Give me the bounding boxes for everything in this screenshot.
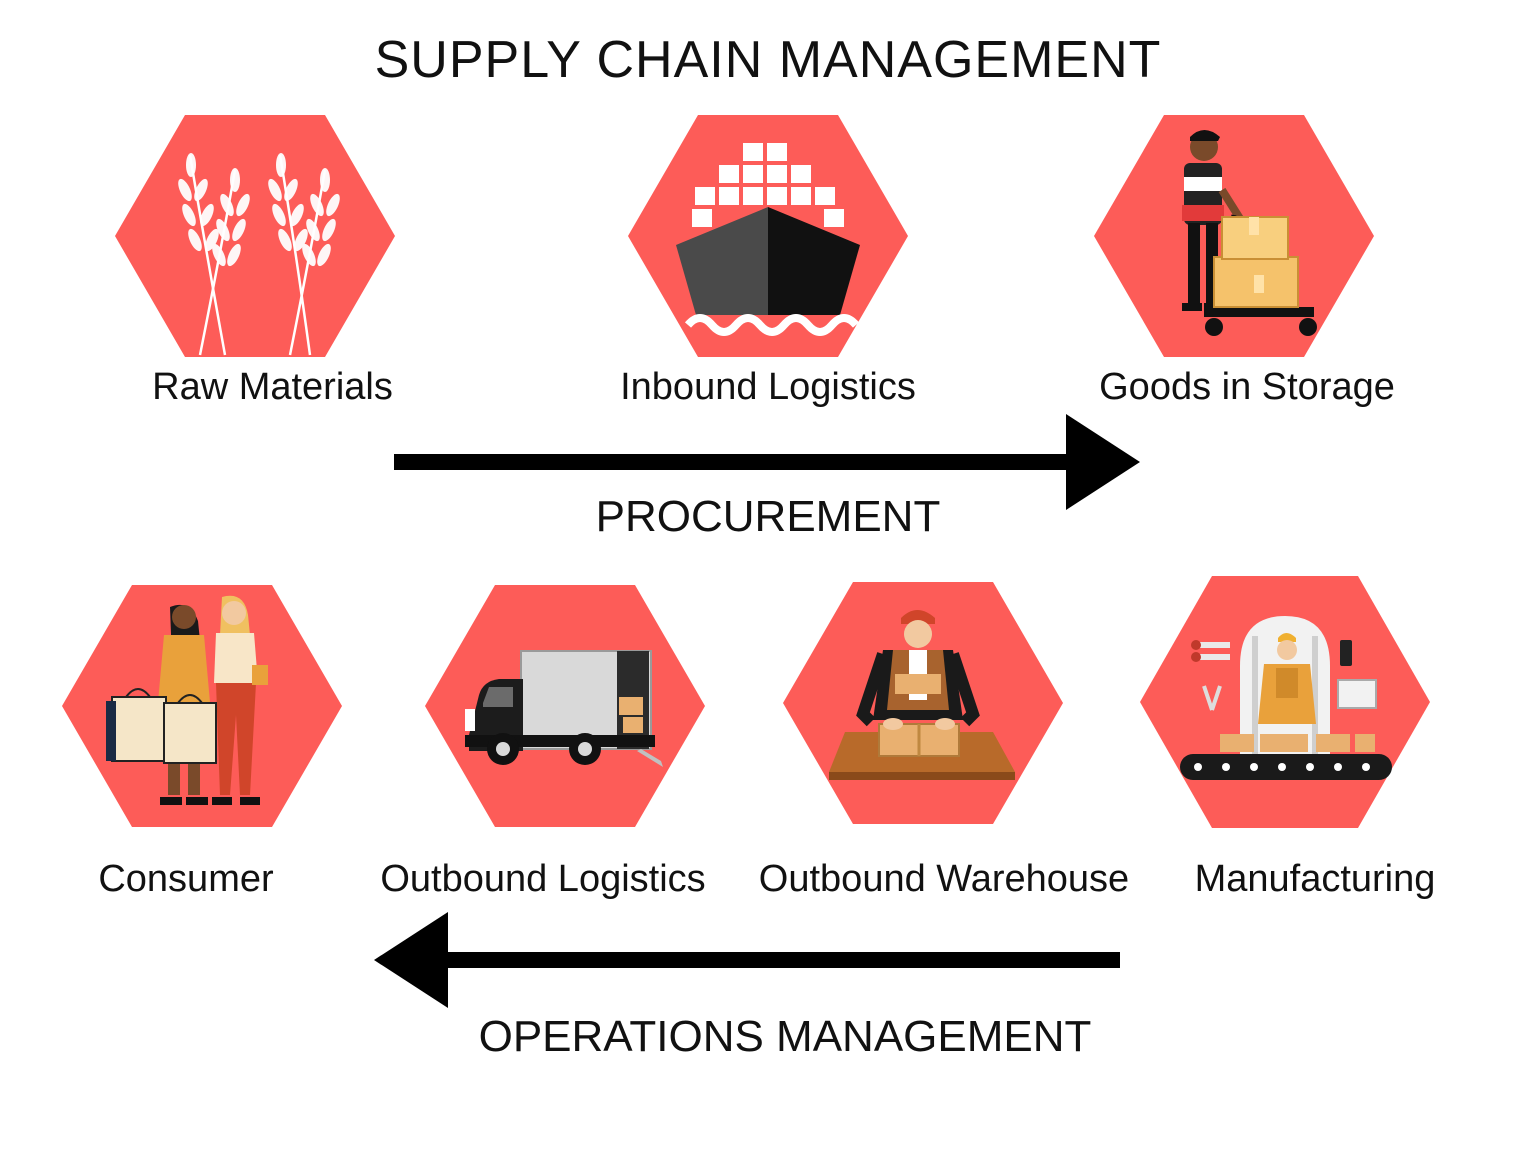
factory-conveyor-icon [1180,616,1392,780]
worker-hand-truck-icon [1182,130,1317,336]
wheat-icon [178,153,340,356]
shoppers-icon [106,595,268,805]
operations-management-label: OPERATIONS MANAGEMENT [478,1012,1092,1061]
outbound-warehouse-hexagon [783,582,1063,824]
delivery-truck-icon [465,650,663,767]
manufacturing-label: Manufacturing [1194,858,1436,900]
diagram-title: SUPPLY CHAIN MANAGEMENT [374,31,1162,89]
goods-in-storage-label: Goods in Storage [1099,366,1395,408]
packing-worker-icon [829,610,1015,780]
raw-materials-label: Raw Materials [152,366,393,408]
procurement-label: PROCUREMENT [595,492,941,541]
cargo-ship-icon [676,143,860,336]
goods-in-storage-hexagon [1094,115,1374,357]
outbound-logistics-label: Outbound Logistics [380,858,706,900]
raw-materials-hexagon [115,115,395,357]
consumer-label: Consumer [98,858,274,900]
outbound-logistics-hexagon [425,585,705,827]
outbound-warehouse-label: Outbound Warehouse [758,858,1130,900]
consumer-hexagon [62,585,342,827]
operations-arrow [372,910,1122,1010]
manufacturing-hexagon [1140,576,1430,828]
inbound-logistics-label: Inbound Logistics [620,366,916,408]
procurement-arrow [394,412,1144,512]
inbound-logistics-hexagon [628,115,908,357]
